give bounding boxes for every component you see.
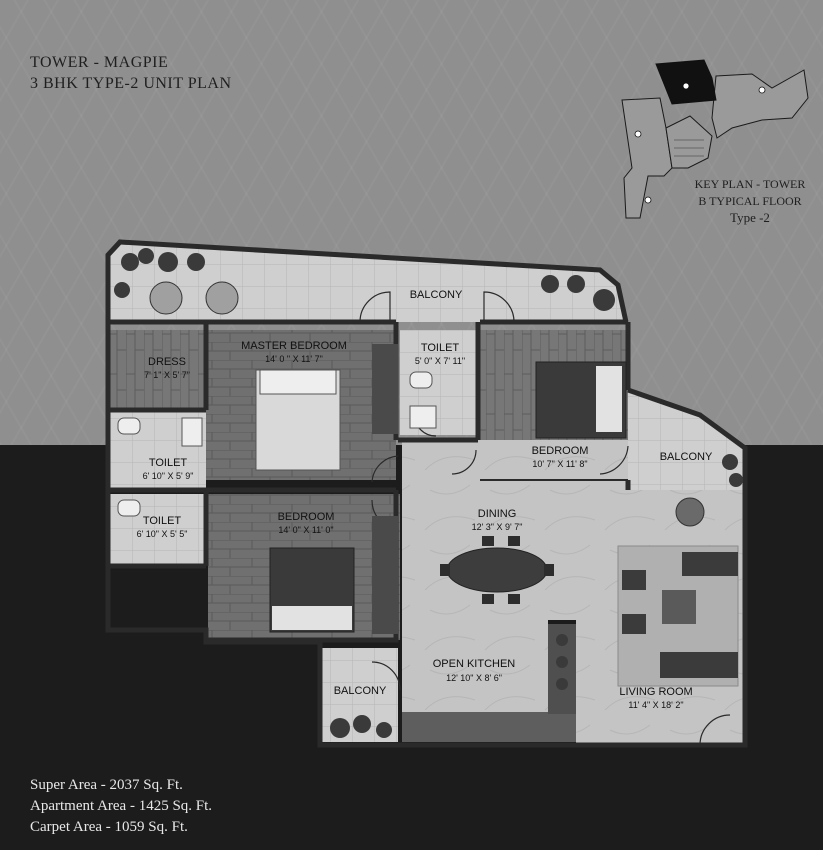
label-living-room: LIVING ROOM xyxy=(619,686,693,698)
label-master-bedroom: MASTER BEDROOM xyxy=(241,340,347,352)
label-dress: DRESS xyxy=(148,356,186,368)
apartment-area: Apartment Area - 1425 Sq. Ft. xyxy=(30,798,213,814)
key-plan-line3: Type -2 xyxy=(730,210,770,225)
size-dress: 7' 1" X 5' 7" xyxy=(144,370,190,380)
size-living-room: 11' 4" X 18' 2" xyxy=(628,700,684,710)
furniture xyxy=(114,248,743,738)
size-master-bedroom: 14' 0 " X 11' 7" xyxy=(265,354,323,364)
label-balcony-bottom: BALCONY xyxy=(333,685,387,697)
sofa-top xyxy=(682,552,738,576)
area-summary: Super Area - 2037 Sq. Ft. Apartment Area… xyxy=(30,775,212,838)
key-plan-line2: B TYPICAL FLOOR xyxy=(698,194,802,208)
label-open-kitchen: OPEN KITCHEN xyxy=(432,658,516,670)
dining-table xyxy=(446,547,548,593)
label-bedroom-right: BEDROOM xyxy=(531,445,589,457)
size-bedroom-right: 10' 7" X 11' 8" xyxy=(532,459,588,469)
key-plan-line1: KEY PLAN - TOWER xyxy=(694,177,806,191)
size-dining: 12' 3" X 9' 7" xyxy=(471,522,523,532)
size-open-kitchen: 12' 10" X 8' 6" xyxy=(446,673,502,683)
label-toilet-top: TOILET xyxy=(420,342,460,354)
size-toilet-left2: 6' 10" X 5' 5" xyxy=(136,529,188,539)
label-balcony-top: BALCONY xyxy=(409,289,463,301)
label-balcony-right: BALCONY xyxy=(659,451,713,463)
balcony-right xyxy=(628,388,745,490)
dress-area xyxy=(110,330,206,410)
size-toilet-left1: 6' 10" X 5' 9" xyxy=(142,471,194,481)
label-toilet-left1: TOILET xyxy=(148,457,188,469)
size-toilet-top: 5' 0" X 7' 11" xyxy=(414,356,466,366)
size-bedroom-left: 14' 0" X 11' 0" xyxy=(278,525,334,535)
label-toilet-left2: TOILET xyxy=(142,515,182,527)
key-plan-diagram xyxy=(621,59,809,219)
sofa-bottom xyxy=(660,652,738,678)
label-bedroom-left: BEDROOM xyxy=(277,511,335,523)
kitchen-counter xyxy=(402,712,576,742)
tower-title: TOWER - MAGPIE xyxy=(30,54,169,71)
carpet-area: Carpet Area - 1059 Sq. Ft. xyxy=(30,819,188,835)
unit-plan-title: 3 BHK TYPE-2 UNIT PLAN xyxy=(30,75,232,92)
label-dining: DINING xyxy=(477,508,517,520)
coffee-table xyxy=(662,590,696,624)
super-area: Super Area - 2037 Sq. Ft. xyxy=(30,777,183,793)
walls xyxy=(105,239,748,748)
